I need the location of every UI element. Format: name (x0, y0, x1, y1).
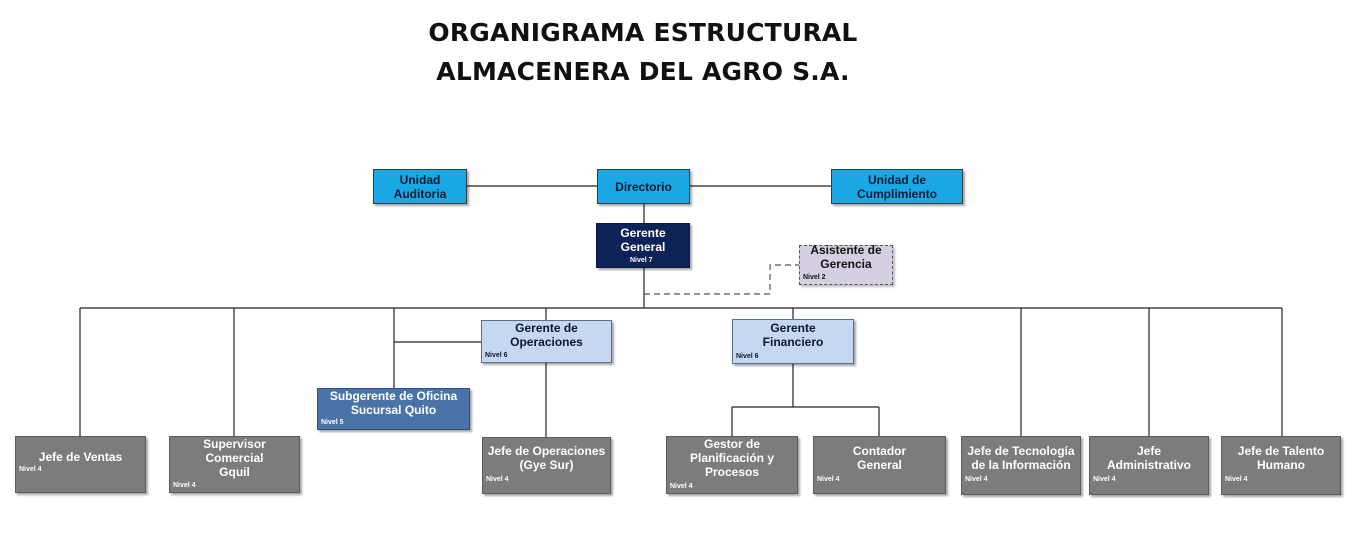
unidad-auditoria-box: Unidad Auditoria (373, 169, 467, 204)
gerente-general-label: Gerente General (620, 226, 666, 254)
jefe-talento-level: Nivel 4 (1225, 476, 1248, 483)
subgerente-oficina-label: Subgerente de Oficina Sucursal Quito (329, 389, 458, 417)
directorio-box: Directorio (597, 169, 690, 204)
jefe-administrativo-label: Jefe Administrativo (1106, 444, 1191, 472)
jefe-tecnologia-level: Nivel 4 (965, 476, 988, 483)
gerente-financiero-box: Gerente Financiero Nivel 6 (732, 319, 854, 364)
jefe-administrativo-level: Nivel 4 (1093, 476, 1116, 483)
gestor-planificacion-label: Gestor de Planificación y Procesos (689, 437, 775, 479)
gerente-operaciones-level: Nivel 6 (485, 352, 508, 359)
unidad-auditoria-label: Unidad Auditoria (393, 172, 447, 201)
subgerente-oficina-box: Subgerente de Oficina Sucursal Quito Niv… (317, 388, 470, 430)
gerente-general-level: Nivel 7 (630, 257, 653, 264)
jefe-ventas-label: Jefe de Ventas (38, 449, 123, 464)
jefe-operaciones-level: Nivel 4 (486, 476, 509, 483)
jefe-tecnologia-box: Jefe de Tecnología de la Información Niv… (961, 436, 1081, 495)
supervisor-comercial-level: Nivel 4 (173, 482, 196, 489)
unidad-cumplimiento-box: Unidad de Cumplimiento (831, 169, 963, 204)
subgerente-oficina-level: Nivel 5 (321, 419, 344, 426)
contador-general-level: Nivel 4 (817, 476, 840, 483)
contador-general-box: Contador General Nivel 4 (813, 436, 946, 494)
gerente-operaciones-box: Gerente de Operaciones Nivel 6 (481, 320, 612, 363)
chart-title-line-2: ALMACENERA DEL AGRO S.A. (436, 57, 850, 86)
jefe-operaciones-box: Jefe de Operaciones (Gye Sur) Nivel 4 (482, 437, 611, 494)
gestor-planificacion-box: Gestor de Planificación y Procesos Nivel… (666, 436, 798, 494)
gerente-financiero-label: Gerente Financiero (762, 321, 824, 349)
supervisor-comercial-label: Supervisor Comercial Gquil (203, 437, 266, 479)
jefe-administrativo-box: Jefe Administrativo Nivel 4 (1089, 436, 1209, 495)
asistente-gerencia-box: Asistente de Gerencia Nivel 2 (799, 243, 893, 285)
jefe-talento-label: Jefe de Talento Humano (1237, 444, 1325, 472)
gerente-operaciones-label: Gerente de Operaciones (510, 321, 583, 349)
jefe-ventas-box: Jefe de Ventas Nivel 4 (15, 436, 146, 493)
gerente-general-box: Gerente General Nivel 7 (596, 223, 690, 268)
contador-general-label: Contador General (852, 444, 907, 472)
unidad-cumplimiento-label: Unidad de Cumplimiento (857, 172, 937, 201)
jefe-ventas-level: Nivel 4 (19, 466, 42, 473)
asistente-gerencia-level: Nivel 2 (803, 274, 826, 281)
asistente-gerencia-label: Asistente de Gerencia (810, 243, 882, 271)
supervisor-comercial-box: Supervisor Comercial Gquil Nivel 4 (169, 436, 300, 493)
connector-asistente-dashed (644, 264, 799, 295)
directorio-label: Directorio (615, 179, 672, 194)
gestor-planificacion-level: Nivel 4 (670, 483, 693, 490)
jefe-talento-box: Jefe de Talento Humano Nivel 4 (1221, 436, 1341, 495)
gerente-financiero-level: Nivel 6 (736, 353, 759, 360)
chart-title-line-1: ORGANIGRAMA ESTRUCTURAL (428, 18, 858, 47)
jefe-operaciones-label: Jefe de Operaciones (Gye Sur) (487, 444, 606, 472)
jefe-tecnologia-label: Jefe de Tecnología de la Información (967, 444, 1075, 472)
